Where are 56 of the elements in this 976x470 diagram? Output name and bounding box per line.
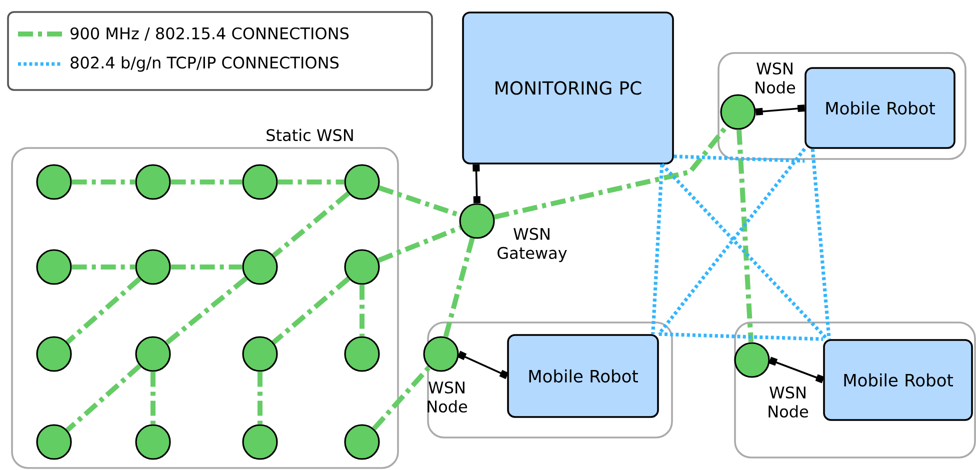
node-label: WSN Node [428, 381, 468, 413]
sensor-node [36, 249, 72, 285]
node-label: WSN Gateway [498, 228, 567, 262]
connection-line [472, 164, 480, 204]
connection-line [372, 366, 431, 430]
connection-line [170, 180, 242, 184]
node-label: WSN Node [768, 386, 808, 418]
connection-line [66, 276, 142, 344]
sensor-node [135, 336, 171, 372]
node-label: Static WSN [266, 128, 353, 142]
connection-line [660, 163, 828, 340]
sensor-node [135, 424, 171, 460]
connection-line [258, 372, 262, 424]
connection-line [165, 276, 248, 345]
connection-line [443, 238, 475, 338]
connection-line [651, 164, 664, 334]
node-label: WSN Node [756, 62, 796, 94]
sensor-node [36, 336, 72, 372]
connection-line [674, 154, 805, 163]
connection-line [658, 332, 824, 341]
connection-line [72, 180, 136, 184]
legend-text: 802.4 b/g/n TCP/IP CONNECTIONS [70, 56, 339, 72]
sensor-node [242, 336, 278, 372]
connection-line [272, 191, 350, 258]
group-box [734, 322, 976, 458]
sensor-node [242, 424, 278, 460]
group-box [718, 52, 966, 160]
robot-box: Mobile Robot [804, 67, 956, 149]
connection-line [378, 225, 462, 263]
sensor-node [242, 164, 278, 200]
sensor-node [344, 424, 380, 460]
group-box: Static WSN [11, 128, 399, 469]
sensor-node [36, 164, 72, 200]
connection-line [360, 284, 364, 336]
group-box [427, 322, 673, 438]
legend-text: 900 MHz / 802.15.4 CONNECTIONS [70, 27, 349, 41]
sensor-node [135, 249, 171, 285]
robot-box: Mobile Robot [507, 334, 659, 418]
sensor-node [135, 164, 171, 200]
connection-line [810, 148, 831, 340]
sensor-node [36, 424, 72, 460]
robot-box: Mobile Robot [823, 339, 973, 421]
connection-line [278, 180, 344, 184]
connection-line [72, 264, 136, 270]
connection-line [170, 264, 242, 270]
sensor-node [344, 249, 380, 285]
connection-line [272, 276, 350, 344]
connection-line [150, 372, 156, 424]
sensor-node [344, 164, 380, 200]
computer-box: MONITORING PC [462, 12, 674, 164]
connection-line [756, 104, 805, 116]
connection-line [658, 148, 806, 336]
sensor-node [242, 249, 278, 285]
sensor-node [344, 336, 380, 372]
connection-line [736, 130, 754, 342]
connection-line [66, 364, 142, 432]
